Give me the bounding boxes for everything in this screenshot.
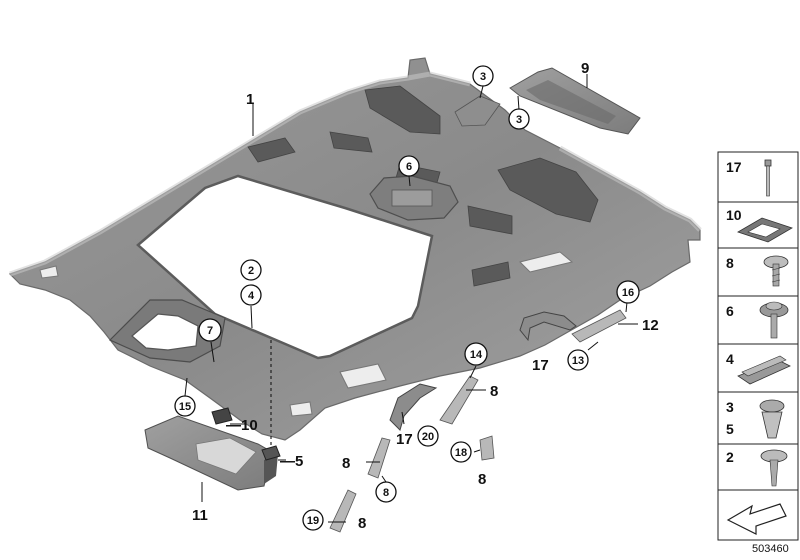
arrow-icon [726, 503, 787, 535]
callout-6: 6 [406, 161, 412, 173]
callout-7: —5 [280, 453, 303, 470]
circled-callouts: 3 3 6 2 4 7 15 16 13 14 20 18 8 19 [174, 65, 640, 531]
panel-label-3: 3 [726, 399, 734, 415]
diagram-part-number: 503460 [752, 543, 789, 555]
rear-trim-panel [509, 67, 641, 135]
rivet-pin-icon [764, 159, 772, 197]
callout-labels: 1 9 —10 —5 11 12 17 8 17 8 8 8 [192, 60, 659, 532]
callout-10: 7 [207, 325, 213, 337]
adhesive-strip-icon [737, 355, 791, 385]
callout-17-center: 14 [470, 349, 483, 361]
callout-13: 8 [490, 383, 498, 400]
callout-8-bracket20: 18 [455, 447, 467, 459]
panel-label-8: 8 [726, 255, 734, 271]
callout-1: 1 [246, 91, 254, 108]
headliner [8, 57, 702, 441]
clip-7 [261, 445, 281, 461]
callout-15: 12 [642, 317, 659, 334]
callout-2: 2 [248, 265, 254, 277]
callout-3-top: 3 [480, 71, 486, 83]
callout-8-bracket19: 19 [307, 515, 319, 527]
panel-label-5: 5 [726, 421, 734, 437]
torx-screw-icon [763, 255, 789, 287]
callout-19: 8 [358, 515, 366, 532]
brackets [329, 309, 627, 533]
panel-label-17: 17 [726, 159, 742, 175]
callout-16: 17 [532, 357, 549, 374]
callout-20: 8 [478, 471, 486, 488]
callout-17-right: 16 [622, 287, 634, 299]
sun-visor [144, 415, 278, 491]
callout-11: —10 [226, 417, 258, 434]
panel-label-2: 2 [726, 449, 734, 465]
callout-8-right: 13 [572, 355, 584, 367]
fastener-panel: 17 10 8 6 4 3 5 2 [717, 151, 799, 541]
foam-pad-icon [737, 217, 793, 243]
callout-9: 9 [581, 60, 589, 77]
callout-18: 8 [342, 455, 350, 472]
callout-12: 11 [192, 507, 208, 524]
collar-screw-icon [759, 301, 789, 339]
visor-clip [211, 407, 233, 425]
grab-handle-rear [389, 311, 577, 431]
callout-3-lower: 3 [516, 114, 522, 126]
tapping-screw-icon [760, 449, 788, 487]
callout-8-center: 20 [422, 431, 434, 443]
panel-label-6: 6 [726, 303, 734, 319]
callout-8-bracket18: 8 [383, 487, 389, 499]
panel-label-4: 4 [726, 351, 734, 367]
callout-5: 15 [179, 401, 191, 413]
callout-4: 4 [248, 290, 255, 302]
callout-14: 17 [396, 431, 413, 448]
panel-label-10: 10 [726, 207, 742, 223]
expanding-clip-icon [759, 399, 785, 439]
